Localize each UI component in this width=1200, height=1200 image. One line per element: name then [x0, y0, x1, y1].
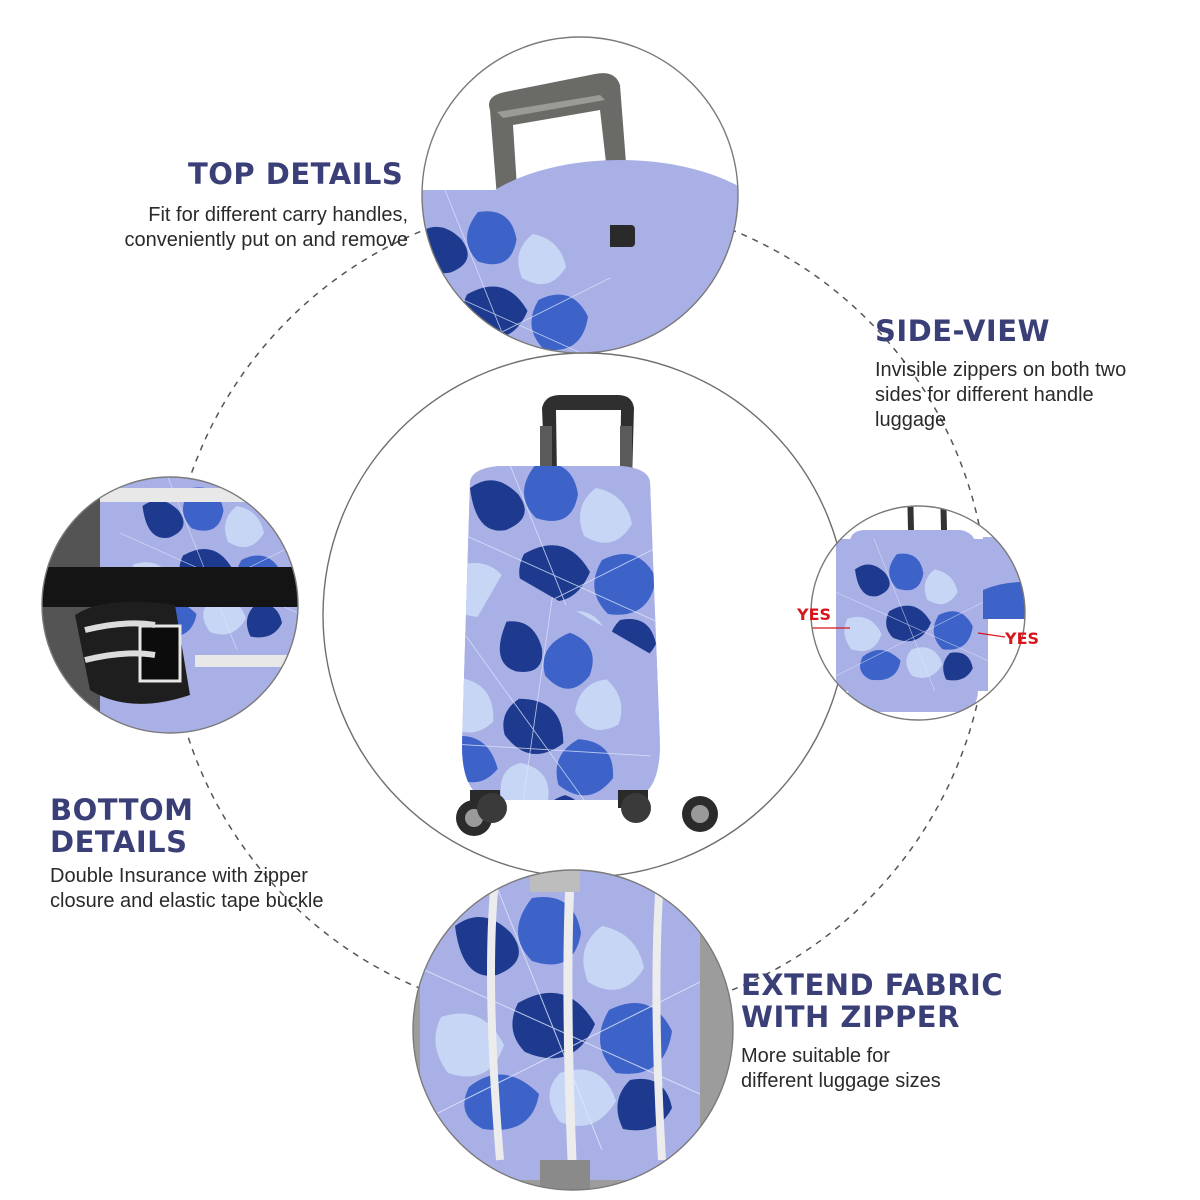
- side-view-description-line: sides for different handle: [875, 384, 1094, 406]
- bottom-detail-photo: [41, 476, 299, 734]
- side-view-description: Invisible zippers on both two sides for …: [875, 358, 1185, 433]
- side-view-description-line: Invisible zippers on both two: [875, 359, 1127, 381]
- extend-fabric-heading-line: WITH ZIPPER: [741, 1000, 960, 1034]
- side-view-description-line: luggage: [875, 409, 947, 431]
- yes-label-right: YES: [1005, 629, 1040, 648]
- top-detail-photo: [421, 36, 739, 354]
- extend-fabric-heading: EXTEND FABRIC WITH ZIPPER: [741, 969, 1041, 1033]
- bottom-details-heading: BOTTOM DETAILS: [50, 794, 310, 858]
- top-details-description-line: Fit for different carry handles,: [148, 204, 408, 226]
- bottom-details-description-line: closure and elastic tape buckle: [50, 890, 324, 912]
- extend-fabric-description-line: More suitable for: [741, 1045, 890, 1067]
- suitcase-main: [456, 395, 718, 836]
- yes-label-left: YES: [797, 605, 832, 624]
- top-details-heading: TOP DETAILS: [188, 157, 404, 191]
- bottom-details-heading-line: DETAILS: [50, 825, 188, 859]
- extend-fabric-description: More suitable for different luggage size…: [741, 1044, 1021, 1094]
- side-view-photo: [810, 505, 1026, 721]
- top-details-description-line: conveniently put on and remove: [124, 229, 408, 251]
- bottom-details-heading-line: BOTTOM: [50, 793, 194, 827]
- bottom-details-description-line: Double Insurance with zipper: [50, 865, 308, 887]
- extend-fabric-heading-line: EXTEND FABRIC: [741, 968, 1004, 1002]
- bottom-details-description: Double Insurance with zipper closure and…: [50, 864, 410, 914]
- extend-fabric-description-line: different luggage sizes: [741, 1070, 941, 1092]
- extend-fabric-photo: [412, 869, 734, 1191]
- top-details-description: Fit for different carry handles, conveni…: [28, 203, 408, 253]
- side-view-heading: SIDE-VIEW: [875, 314, 1051, 348]
